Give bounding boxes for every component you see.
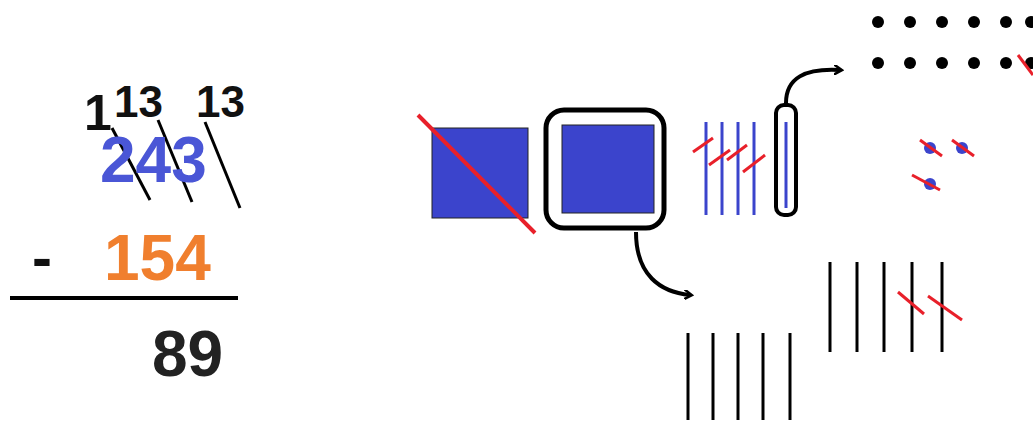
subtrahend: 154 xyxy=(104,226,211,290)
cross-out xyxy=(693,138,765,172)
cross-out xyxy=(898,292,962,320)
borrow-digit: 13 xyxy=(196,80,245,124)
one-dots xyxy=(872,16,1033,69)
regroup-arrow xyxy=(636,232,690,295)
borrow-digit: 13 xyxy=(114,80,163,124)
difference: 89 xyxy=(152,322,223,386)
hundred-flat xyxy=(562,125,654,213)
cross-out xyxy=(912,140,974,190)
minuend: 243 xyxy=(100,128,207,192)
regroup-arrow xyxy=(786,70,840,103)
cross-out xyxy=(418,115,535,233)
cross-out xyxy=(1018,55,1033,75)
regroup-outline xyxy=(776,105,796,215)
answer-rule xyxy=(10,296,238,300)
minus-sign: - xyxy=(32,228,52,288)
ten-rods xyxy=(688,262,942,420)
regroup-outline xyxy=(546,110,664,228)
